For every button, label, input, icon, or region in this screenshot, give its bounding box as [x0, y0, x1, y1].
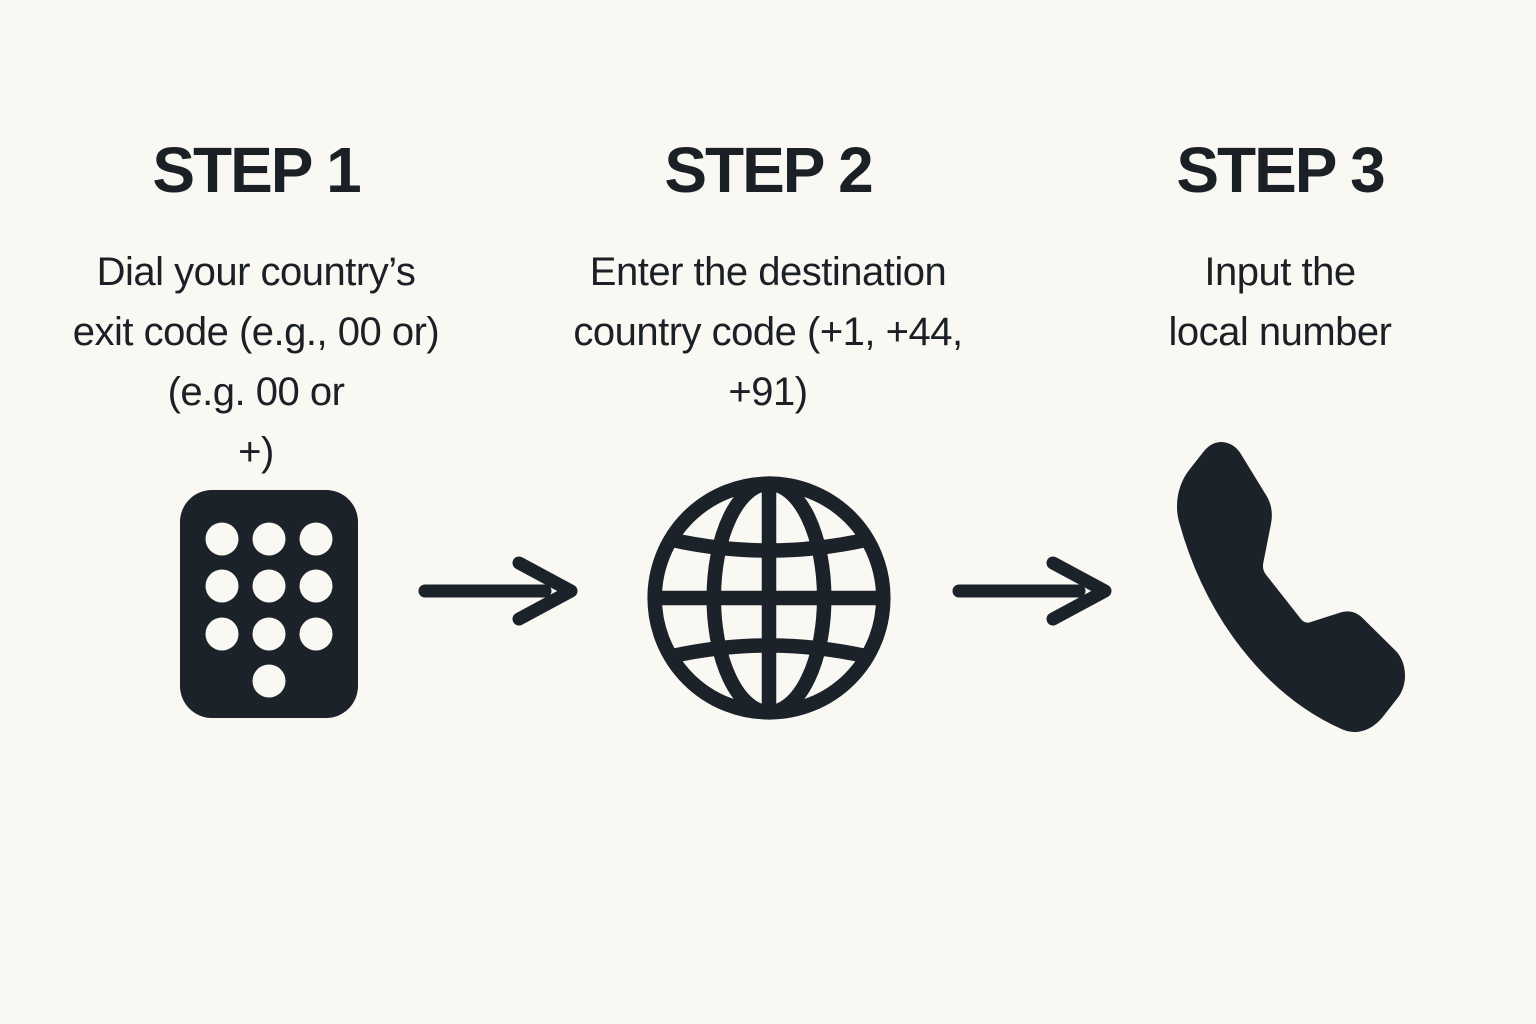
step-1-line-1: Dial your country’s — [96, 250, 416, 294]
arrow-step1-to-step2-icon — [418, 556, 578, 626]
step-2-line-1: Enter the destination — [589, 250, 947, 294]
step-2-line-2: country code (+1, +44, — [573, 310, 963, 354]
globe-icon — [645, 474, 893, 722]
step-1-section: STEP 1 Dial your country’s exit code (e.… — [0, 0, 512, 482]
step-3-description: Input the local number — [1024, 242, 1536, 362]
step-2-section: STEP 2 Enter the destination country cod… — [512, 0, 1024, 422]
step-3-line-2: local number — [1168, 310, 1392, 354]
step-3-title: STEP 3 — [1176, 134, 1385, 206]
step-1-description: Dial your country’s exit code (e.g., 00 … — [0, 242, 512, 482]
step-3-line-1: Input the — [1204, 250, 1356, 294]
keypad-icon — [180, 490, 358, 718]
step-1-line-4: +) — [238, 430, 274, 474]
step-1-line-3: (e.g. 00 or — [167, 370, 345, 414]
phone-icon — [1176, 442, 1406, 733]
step-3-section: STEP 3 Input the local number — [1024, 0, 1536, 362]
step-2-title: STEP 2 — [664, 134, 873, 206]
step-2-description: Enter the destination country code (+1, … — [512, 242, 1024, 422]
step-2-line-3: +91) — [728, 370, 808, 414]
step-1-line-2: exit code (e.g., 00 or) — [72, 310, 440, 354]
arrow-step2-to-step3-icon — [952, 556, 1112, 626]
step-1-title: STEP 1 — [152, 134, 361, 206]
